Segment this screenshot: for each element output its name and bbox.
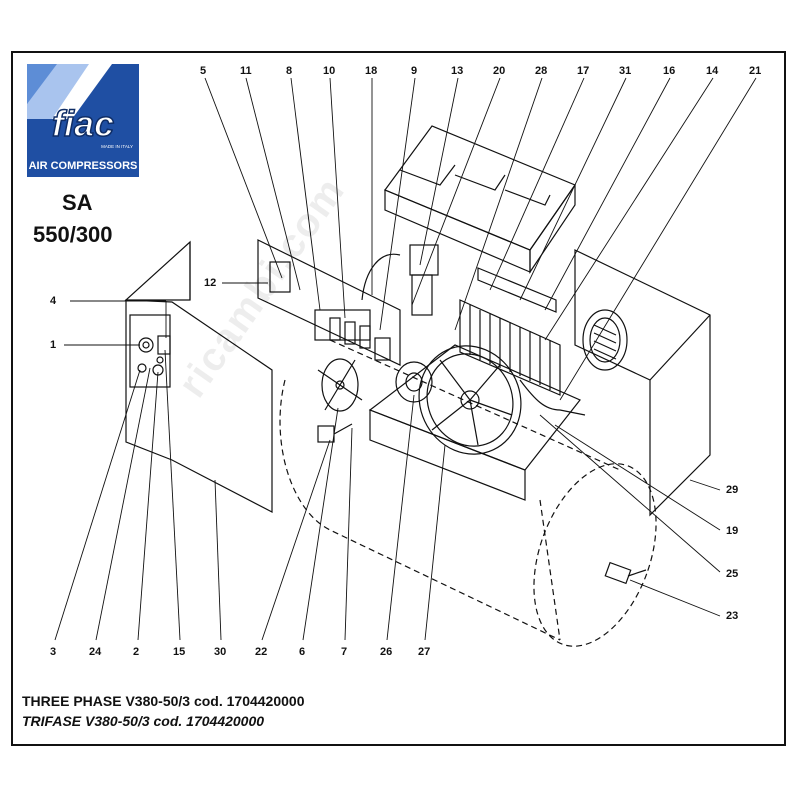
made-in-italy-label: MADE IN ITALY: [101, 144, 133, 149]
callout-number: 4: [50, 295, 57, 307]
callout-number: 20: [493, 65, 506, 77]
callout-number: 6: [299, 646, 306, 658]
logo-wordmark: fiac: [52, 103, 114, 144]
motor-pulley: [395, 361, 433, 403]
callout-number: 5: [200, 65, 207, 77]
delivery-pipe: [519, 379, 586, 416]
front-panel: [124, 240, 273, 513]
callout-number: 14: [706, 65, 719, 77]
tank-outline: [279, 339, 657, 647]
fiac-logo: fiac MADE IN ITALY AIR COMPRESSORS: [27, 64, 139, 177]
callout-number: 8: [286, 65, 293, 77]
model-name: SA: [62, 190, 93, 215]
callout-number: 10: [323, 65, 336, 77]
callout-number: 17: [577, 65, 590, 77]
model-number: 550/300: [33, 222, 113, 247]
compressor-base: [368, 344, 581, 501]
callout-number: 25: [726, 568, 739, 580]
callout-number: 9: [411, 65, 418, 77]
callout-number: 23: [726, 610, 739, 622]
caption-italian: TRIFASE V380-50/3 cod. 1704420000: [22, 713, 265, 729]
callout-number: 30: [214, 646, 227, 658]
delivery-hose: [361, 253, 401, 301]
callout-number: 27: [418, 646, 431, 658]
callout-number: 18: [365, 65, 378, 77]
callout-number: 19: [726, 525, 739, 537]
callout-number: 13: [451, 65, 464, 77]
leader-lines: [54, 77, 757, 641]
callout-number: 26: [380, 646, 393, 658]
callout-number: 22: [255, 646, 268, 658]
logo-tagline: AIR COMPRESSORS: [29, 160, 138, 172]
callout-number: 11: [240, 65, 252, 77]
callout-number: 15: [173, 646, 186, 658]
callout-number: 1: [50, 339, 57, 351]
flywheel: [418, 345, 522, 455]
callout-number: 7: [341, 646, 348, 658]
diagram-frame: [11, 51, 786, 746]
compressor-head: [459, 267, 561, 396]
callout-number: 12: [204, 277, 217, 289]
drain-tap: [604, 561, 647, 585]
callout-number: 31: [619, 65, 632, 77]
callout-number: 3: [50, 646, 57, 658]
air-filter-housing: [384, 125, 576, 274]
callout-number: 2: [133, 646, 140, 658]
callout-number: 29: [726, 484, 739, 496]
pressure-switch: [409, 244, 439, 316]
callout-number: 24: [89, 646, 102, 658]
right-side-panel: [574, 249, 711, 517]
caption-english: THREE PHASE V380-50/3 cod. 1704420000: [22, 693, 305, 709]
callout-number: 16: [663, 65, 676, 77]
callout-number: 28: [535, 65, 548, 77]
callout-number: 21: [749, 65, 762, 77]
electrical-panel: [257, 239, 401, 366]
cooling-fan: [317, 358, 363, 412]
